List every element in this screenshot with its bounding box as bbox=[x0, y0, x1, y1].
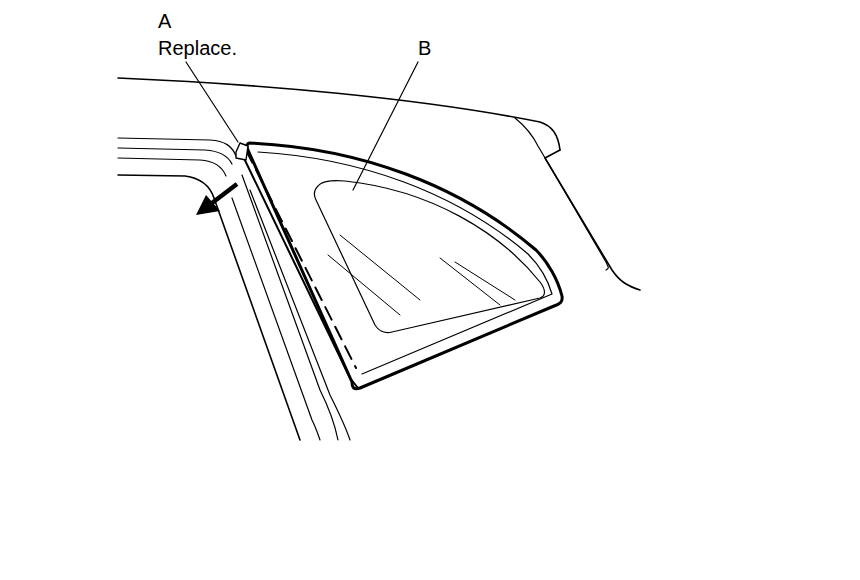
direction-arrow bbox=[212, 184, 237, 203]
leader-line bbox=[353, 62, 418, 190]
pillar-line bbox=[118, 138, 236, 156]
glass-reflection bbox=[328, 235, 515, 315]
callout-letter: A bbox=[158, 10, 171, 32]
window-glass bbox=[314, 181, 544, 333]
pillar-line bbox=[118, 158, 226, 176]
pillar-line bbox=[250, 190, 350, 440]
pillar-line bbox=[232, 198, 320, 440]
rear-edge-line bbox=[545, 150, 640, 290]
frame-left-edge bbox=[240, 150, 358, 388]
arrow-head bbox=[196, 195, 220, 215]
callout-letter: B bbox=[418, 37, 431, 59]
pillar-line bbox=[118, 148, 232, 164]
inner-edge-line bbox=[515, 118, 608, 270]
leader-line bbox=[186, 62, 238, 142]
molding-dashed-line bbox=[246, 150, 356, 368]
frame-inner-line bbox=[258, 152, 552, 374]
molding-part bbox=[236, 143, 248, 160]
window-frame bbox=[247, 143, 562, 389]
note-text: Replace. bbox=[158, 37, 237, 59]
pillar-line bbox=[118, 175, 300, 440]
